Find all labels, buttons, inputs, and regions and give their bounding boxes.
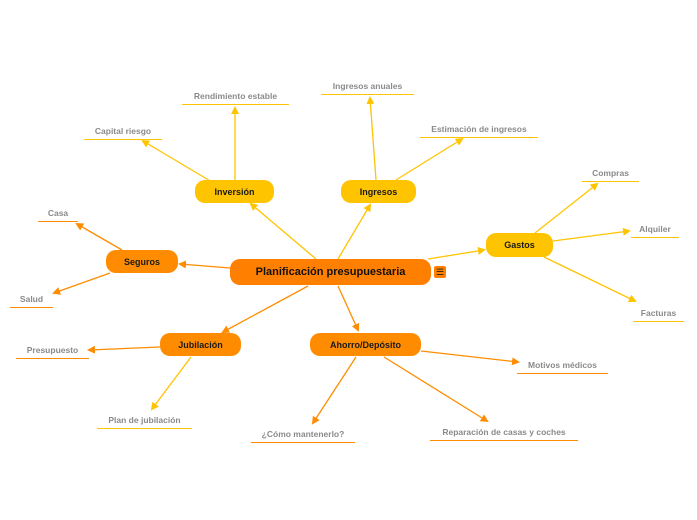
edge-ingresos-estimacion [395,137,464,181]
node-gastos-label: Gastos [504,240,535,250]
central-topic[interactable]: Planificación presupuestaria [230,259,431,285]
edge-ahorro-motivos [420,350,520,366]
edge-ingresos-anuales [366,96,377,181]
edge-ahorro-mantener [311,356,357,425]
leaf-motivos-medicos[interactable]: Motivos médicos [517,360,608,374]
edge-gastos-facturas [543,256,637,302]
leaf-presupuesto[interactable]: Presupuesto [16,345,89,359]
edge-central-ahorro [337,285,360,332]
leaf-reparacion-casas-coches[interactable]: Reparación de casas y coches [430,427,578,441]
leaf-salud[interactable]: Salud [10,294,53,308]
edge-jubilacion-plan [150,356,192,411]
edge-inversion-capital [141,139,213,183]
edge-central-inversion [249,202,317,260]
node-inversion[interactable]: Inversión [195,180,274,203]
edge-gastos-compras [534,182,599,234]
edge-central-jubilacion [221,285,309,333]
edge-gastos-alquiler [552,227,631,242]
central-topic-label: Planificación presupuestaria [255,266,406,278]
leaf-alquiler[interactable]: Alquiler [631,224,679,238]
list-icon[interactable]: ☰ [434,266,446,278]
leaf-como-mantenerlo[interactable]: ¿Cómo mantenerlo? [251,429,355,443]
edge-seguros-casa [75,222,123,251]
edge-seguros-salud [52,272,111,295]
node-jubilacion-label: Jubilación [178,339,223,350]
node-gastos[interactable]: Gastos [486,233,553,257]
node-jubilacion[interactable]: Jubilación [160,333,241,356]
edge-jubilacion-presupuesto [87,345,161,354]
node-ingresos[interactable]: Ingresos [341,180,416,203]
edge-central-ingresos [337,203,372,260]
node-ingresos-label: Ingresos [359,186,398,197]
leaf-ingresos-anuales[interactable]: Ingresos anuales [321,81,414,95]
leaf-compras[interactable]: Compras [582,168,639,182]
leaf-plan-jubilacion[interactable]: Plan de jubilación [97,415,192,429]
node-inversion-label: Inversión [214,186,255,197]
leaf-facturas[interactable]: Facturas [633,308,684,322]
node-seguros[interactable]: Seguros [106,250,178,273]
leaf-rendimiento-estable[interactable]: Rendimiento estable [182,91,289,105]
leaf-estimacion-ingresos[interactable]: Estimación de ingresos [420,124,538,138]
leaf-capital-riesgo[interactable]: Capital riesgo [84,126,162,140]
edge-central-seguros [178,260,231,269]
leaf-casa[interactable]: Casa [38,208,78,222]
node-ahorro[interactable]: Ahorro/Depósito [310,333,421,356]
node-ahorro-label: Ahorro/Depósito [330,339,401,350]
node-seguros-label: Seguros [123,256,160,267]
edge-central-gastos [427,247,486,260]
edge-ahorro-reparacion [383,356,489,423]
